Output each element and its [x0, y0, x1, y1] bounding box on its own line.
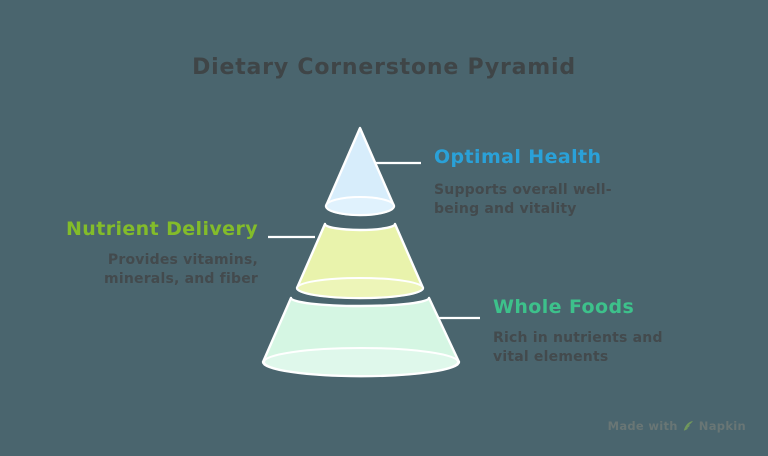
section-desc-whole-foods: Rich in nutrients and vital elements — [493, 330, 663, 365]
pyramid-tier-top-base-ellipse — [325, 196, 395, 216]
pyramid-tier-bottom-base-ellipse — [263, 347, 459, 377]
pyramid-tier-middle-base-ellipse — [296, 277, 424, 299]
section-label-optimal-health: Optimal Health — [434, 146, 602, 168]
leader-lines — [268, 161, 480, 320]
section-label-nutrient-delivery: Nutrient Delivery — [65, 218, 258, 240]
section-desc-optimal-health: Supports overall well-being and vitality — [434, 182, 612, 217]
diagram-title: Dietary Cornerstone Pyramid — [192, 55, 576, 80]
watermark-brand: Napkin — [698, 419, 746, 433]
section-label-whole-foods: Whole Foods — [493, 296, 635, 318]
section-desc-nutrient-delivery: Provides vitamins, minerals, and fiber — [104, 252, 258, 287]
pyramid — [261, 126, 461, 378]
napkin-pen-icon — [682, 420, 695, 433]
watermark-prefix: Made with — [607, 419, 678, 433]
made-with-napkin-badge[interactable]: Made with Napkin — [608, 419, 746, 433]
